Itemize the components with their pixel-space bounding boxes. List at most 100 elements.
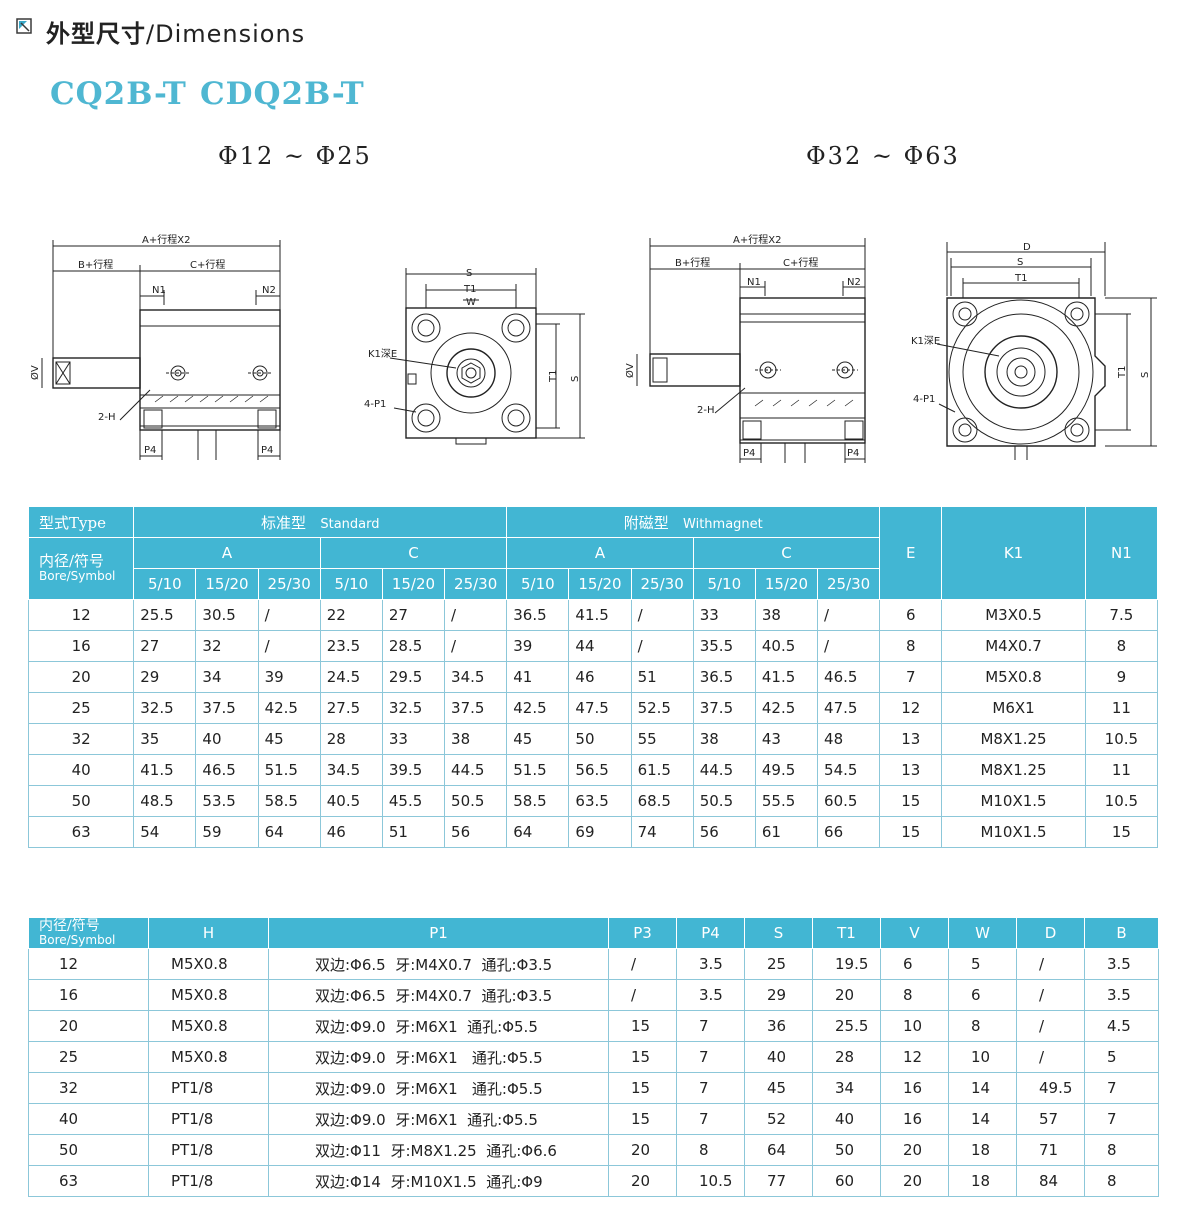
dim-label-s: S [1017, 257, 1023, 268]
table-cell: 50 [27, 785, 135, 817]
table-cell: 双边:Φ14 牙:M10X1.5 通孔:Φ9 [268, 1165, 609, 1197]
table-cell: 63.5 [568, 785, 632, 817]
header-e: E [879, 506, 943, 600]
table-cell: 28.5 [381, 630, 446, 662]
table-cell: 50 [28, 1134, 149, 1166]
table-cell: 10.5 [1084, 723, 1159, 755]
table-cell: 68.5 [630, 785, 694, 817]
table-cell: 40 [27, 754, 135, 786]
header-stroke: 25/30 [444, 568, 508, 600]
table-cell: 13 [879, 723, 943, 755]
table-cell: 37.5 [195, 692, 259, 724]
dim-label-p4-left: P4 [743, 448, 755, 459]
table-cell: 25 [28, 1041, 149, 1073]
table-cell: 8 [1084, 1134, 1159, 1166]
table-cell: 3.5 [676, 948, 745, 980]
drawing-small-side-view: A+行程X2 B+行程 C+行程 N1 N2 ØV 2-H P4 P4 [29, 233, 281, 460]
table-cell: 20 [27, 661, 135, 693]
table-cell: 64 [257, 816, 321, 848]
table-cell: 12 [28, 948, 149, 980]
table-cell: 38 [444, 723, 508, 755]
dim-label-p4-right: P4 [261, 445, 273, 456]
table-cell: 40.5 [754, 630, 819, 662]
table-cell: 77 [744, 1165, 813, 1197]
model-name-cq2b: CQ2B-T [50, 76, 187, 112]
table-cell: 46.5 [195, 754, 259, 786]
table-cell: 7.5 [1084, 599, 1159, 631]
table-cell: M3X0.5 [941, 599, 1086, 631]
table-cell: 11 [1084, 754, 1159, 786]
table-cell: 11 [1084, 692, 1159, 724]
table-cell: 34.5 [319, 754, 383, 786]
dim-label-a-stroke: A+行程X2 [733, 233, 781, 246]
table-cell: 40 [28, 1103, 149, 1135]
table-cell: PT1/8 [148, 1134, 269, 1166]
table-cell: 15 [879, 785, 943, 817]
header-type: 型式Type [27, 506, 135, 538]
table-cell: 20 [880, 1134, 949, 1166]
table-cell: 双边:Φ9.0 牙:M6X1 通孔:Φ5.5 [268, 1041, 609, 1073]
table-cell: 38 [692, 723, 756, 755]
header-v: V [880, 917, 949, 949]
table-cell: 41 [506, 661, 570, 693]
dim-label-s-vertical: S [1140, 372, 1151, 378]
table-cell: 6 [880, 948, 949, 980]
table-cell: 15 [1084, 816, 1159, 848]
dim-label-p4-left: P4 [144, 445, 156, 456]
table-cell: 48.5 [133, 785, 197, 817]
table-cell: 84 [1016, 1165, 1085, 1197]
dim-label-p1: 4-P1 [913, 394, 935, 405]
table-cell: 35 [133, 723, 197, 755]
table-cell: M5X0.8 [148, 1041, 269, 1073]
table-cell: 13 [879, 754, 943, 786]
table-cell: 18 [948, 1165, 1017, 1197]
table-cell: 32 [27, 723, 135, 755]
table-cell: 15 [608, 1103, 677, 1135]
table-cell: 32.5 [381, 692, 446, 724]
table-cell: 12 [27, 599, 135, 631]
table-cell: 49.5 [754, 754, 819, 786]
table-cell: 33 [381, 723, 446, 755]
table-cell: / [817, 630, 881, 662]
table-cell: 51.5 [506, 754, 570, 786]
table-cell: 50 [568, 723, 632, 755]
table-cell: 32 [195, 630, 259, 662]
table-cell: 10.5 [1084, 785, 1159, 817]
header-magnet-c: C [692, 537, 881, 569]
table-cell: 5 [948, 948, 1017, 980]
table-cell: 42.5 [257, 692, 321, 724]
dim-label-v: ØV [29, 365, 41, 380]
table-cell: 34 [812, 1072, 881, 1104]
table-cell: 15 [608, 1041, 677, 1073]
header-k1: K1 [941, 506, 1086, 600]
table-cell: / [608, 979, 677, 1011]
table-cell: 50.5 [444, 785, 508, 817]
table-cell: / [1016, 1041, 1085, 1073]
table-cell: 39 [257, 661, 321, 693]
dim-label-c-stroke: C+行程 [190, 258, 225, 271]
table-cell: 30.5 [195, 599, 259, 631]
table-cell: 8 [1084, 630, 1159, 662]
dim-label-s-vertical: S [570, 376, 581, 382]
header-stroke: 15/20 [381, 568, 446, 600]
table-cell: M5X0.8 [148, 979, 269, 1011]
table-cell: 48 [817, 723, 881, 755]
table-cell: 12 [879, 692, 943, 724]
table-cell: 50 [812, 1134, 881, 1166]
table-cell: 49.5 [1016, 1072, 1085, 1104]
drawing-large-front-view: D S T1 K1深E 4-P1 T1 S [911, 242, 1157, 460]
header-stroke: 5/10 [319, 568, 383, 600]
table-cell: 3.5 [676, 979, 745, 1011]
header-w: W [948, 917, 1017, 949]
table-cell: 55 [630, 723, 694, 755]
table-cell: 36.5 [692, 661, 756, 693]
table-cell: 69 [568, 816, 632, 848]
table-cell: 46 [319, 816, 383, 848]
header-stroke: 25/30 [817, 568, 881, 600]
